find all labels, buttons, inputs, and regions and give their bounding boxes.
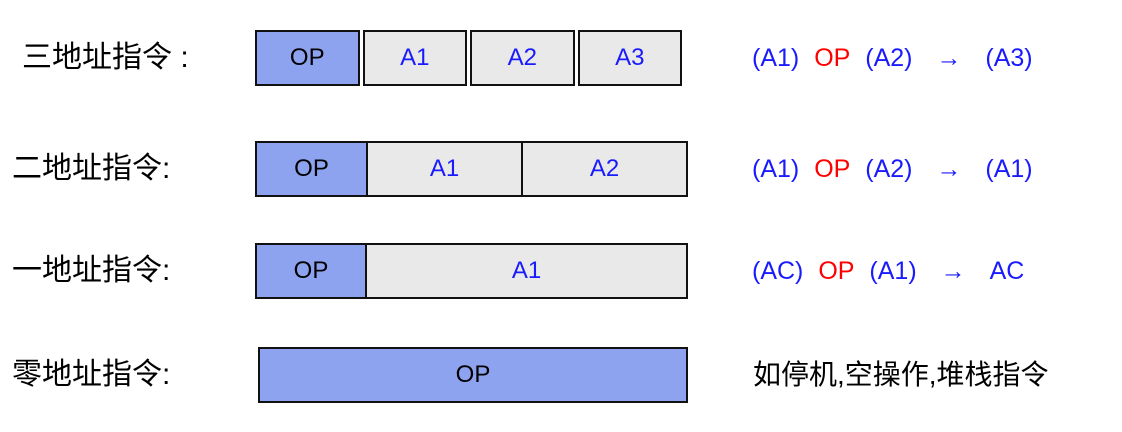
right-arrow-icon: →	[936, 44, 962, 72]
instruction-box-zero-address: OP	[258, 347, 688, 403]
expression-result: AC	[989, 257, 1025, 285]
field-opcode: OP	[255, 30, 360, 86]
zero-address-note: 如停机,空操作,堆栈指令	[753, 359, 1049, 390]
expression-result: (A3)	[985, 44, 1033, 72]
field-address-1: A1	[362, 30, 467, 86]
expression-operator: OP	[814, 44, 851, 72]
field-address-1: A1	[365, 243, 688, 299]
right-arrow-icon: →	[936, 155, 962, 183]
field-opcode: OP	[255, 141, 368, 197]
field-opcode: OP	[258, 347, 688, 403]
field-address-1: A1	[366, 141, 523, 197]
instruction-box-one-address: OP A1	[255, 243, 688, 299]
expression-operand1: (A1)	[752, 155, 800, 183]
row-label-one-address: 一地址指令:	[12, 254, 171, 287]
expression-three-address: (A1) OP (A2) → (A3)	[752, 30, 1037, 86]
row-label-three-address: 三地址指令 :	[22, 41, 189, 74]
expression-one-address: (AC) OP (A1) → AC	[752, 243, 1028, 299]
field-address-3: A3	[577, 30, 682, 86]
instruction-box-three-address: OP A1 A2 A3	[255, 30, 682, 86]
expression-operand2: (A2)	[865, 44, 913, 72]
expression-operand2: (A1)	[869, 257, 917, 285]
expression-operand1: (AC)	[752, 257, 804, 285]
expression-operator: OP	[814, 155, 851, 183]
expression-operand1: (A1)	[752, 44, 800, 72]
expression-operand2: (A2)	[865, 155, 913, 183]
field-address-2: A2	[521, 141, 688, 197]
expression-result: (A1)	[985, 155, 1033, 183]
field-opcode: OP	[255, 243, 367, 299]
row-label-zero-address: 零地址指令:	[12, 358, 171, 391]
row-label-two-address: 二地址指令:	[12, 152, 171, 185]
expression-two-address: (A1) OP (A2) → (A1)	[752, 141, 1037, 197]
field-address-2: A2	[470, 30, 575, 86]
instruction-box-two-address: OP A1 A2	[255, 141, 688, 197]
right-arrow-icon: →	[940, 257, 966, 285]
expression-operator: OP	[818, 257, 855, 285]
